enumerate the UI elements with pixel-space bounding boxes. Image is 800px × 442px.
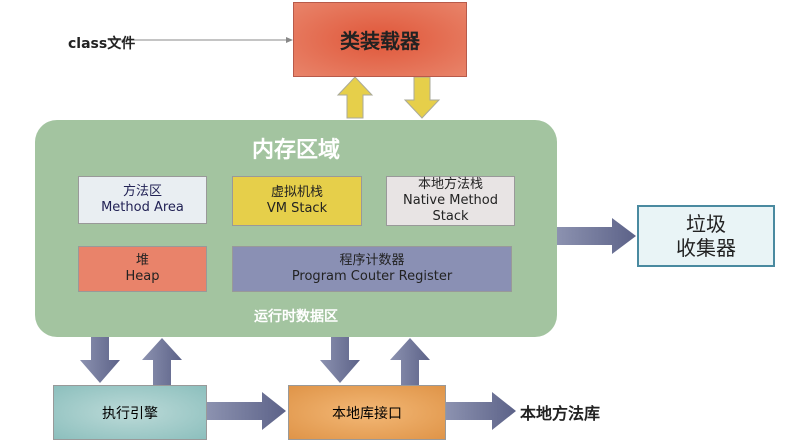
memory-area: 内存区域 方法区 Method Area 虚拟机栈 VM Stack 本地方法栈… <box>35 120 557 337</box>
class-file-label: class文件 <box>68 36 136 52</box>
exec-to-memory-arrow <box>142 338 182 385</box>
native-stack-en2: Stack <box>432 209 469 224</box>
native-library-label: 本地方法库 <box>520 404 601 423</box>
pc-cn: 程序计数器 <box>339 253 405 268</box>
memory-title: 内存区域 <box>251 138 340 163</box>
native-method-stack-box: 本地方法栈 Native Method Stack <box>386 176 515 226</box>
native-interface-box: 本地库接口 <box>288 385 446 440</box>
native-stack-en1: Native Method <box>403 193 498 208</box>
method-area-box: 方法区 Method Area <box>78 176 207 224</box>
vm-stack-box: 虚拟机栈 VM Stack <box>232 176 362 226</box>
program-counter-box: 程序计数器 Program Couter Register <box>232 246 512 292</box>
garbage-collector-box: 垃圾 收集器 <box>637 205 775 267</box>
memory-to-gc-arrow <box>557 218 636 254</box>
class-loader-label: 类装载器 <box>340 29 420 53</box>
native-to-memory-arrow <box>390 338 430 385</box>
gc-line2: 收集器 <box>676 236 736 260</box>
execution-engine-box: 执行引擎 <box>53 385 207 440</box>
heap-cn: 堆 <box>135 253 149 268</box>
memory-to-exec-arrow <box>80 337 120 383</box>
class-to-loader-arrowhead <box>286 37 293 43</box>
memory-to-native-arrow <box>320 337 360 383</box>
runtime-data-label: 运行时数据区 <box>254 309 338 325</box>
pc-en: Program Couter Register <box>291 269 453 284</box>
vm-stack-en: VM Stack <box>266 201 328 216</box>
native-to-lib-arrow <box>446 392 516 430</box>
vm-stack-cn: 虚拟机栈 <box>270 185 323 200</box>
native-stack-cn: 本地方法栈 <box>417 177 483 192</box>
up-arrow-yellow <box>336 76 374 119</box>
down-arrow-yellow <box>403 76 441 119</box>
heap-en: Heap <box>125 269 160 284</box>
execution-engine-label: 执行引擎 <box>102 405 158 422</box>
exec-to-native-arrow <box>207 392 286 430</box>
native-interface-label: 本地库接口 <box>332 405 402 422</box>
method-area-en: Method Area <box>101 200 184 215</box>
gc-line1: 垃圾 <box>686 212 726 236</box>
method-area-cn: 方法区 <box>122 184 162 199</box>
heap-box: 堆 Heap <box>78 246 207 292</box>
class-loader-box: 类装载器 <box>293 2 467 77</box>
